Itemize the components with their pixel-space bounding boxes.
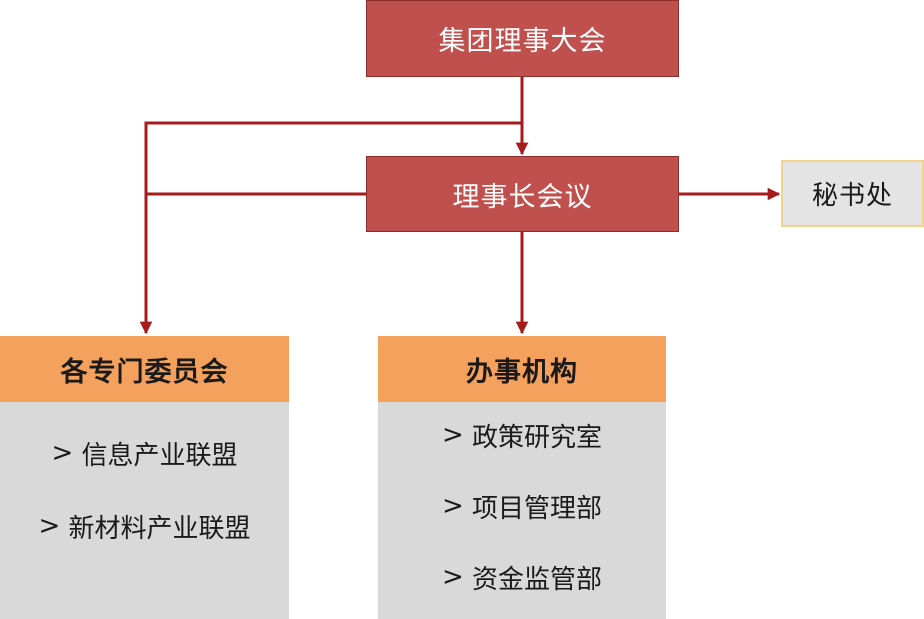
list-item: > 新材料产业联盟 [0, 508, 289, 544]
offices-panel: 办事机构 > 政策研究室 > 项目管理部 > 资金监管部 [378, 336, 666, 619]
secretariat-box: 秘书处 [781, 160, 924, 227]
list-item: > 资金监管部 [378, 559, 666, 595]
list-item-label: 新材料产业联盟 [68, 513, 251, 544]
list-item: > 政策研究室 [378, 417, 666, 453]
list-item: > 项目管理部 [378, 488, 666, 524]
chevron-right-icon: > [51, 438, 74, 468]
committees-panel-title: 各专门委员会 [60, 356, 229, 388]
offices-panel-header: 办事机构 [378, 336, 666, 402]
list-item: > 信息产业联盟 [0, 435, 289, 471]
general-assembly-label: 集团理事大会 [438, 26, 607, 57]
list-item-label: 政策研究室 [471, 422, 602, 453]
chevron-right-icon: > [441, 491, 464, 521]
chevron-right-icon: > [441, 562, 464, 592]
offices-panel-title: 办事机构 [466, 356, 578, 388]
general-assembly-box: 集团理事大会 [366, 0, 679, 77]
council-meeting-box: 理事长会议 [366, 156, 679, 232]
secretariat-label: 秘书处 [811, 181, 893, 211]
committees-panel-header: 各专门委员会 [0, 336, 289, 402]
committees-panel: 各专门委员会 > 信息产业联盟 > 新材料产业联盟 [0, 336, 289, 619]
assembly-to-committees-line [144, 121, 522, 194]
chevron-right-icon: > [38, 511, 61, 541]
council-to-committees-arrow [139, 192, 366, 335]
council-meeting-label: 理事长会议 [452, 181, 593, 213]
list-item-label: 信息产业联盟 [81, 440, 238, 471]
chevron-right-icon: > [441, 420, 464, 450]
list-item-label: 项目管理部 [471, 493, 602, 524]
list-item-label: 资金监管部 [471, 564, 602, 595]
